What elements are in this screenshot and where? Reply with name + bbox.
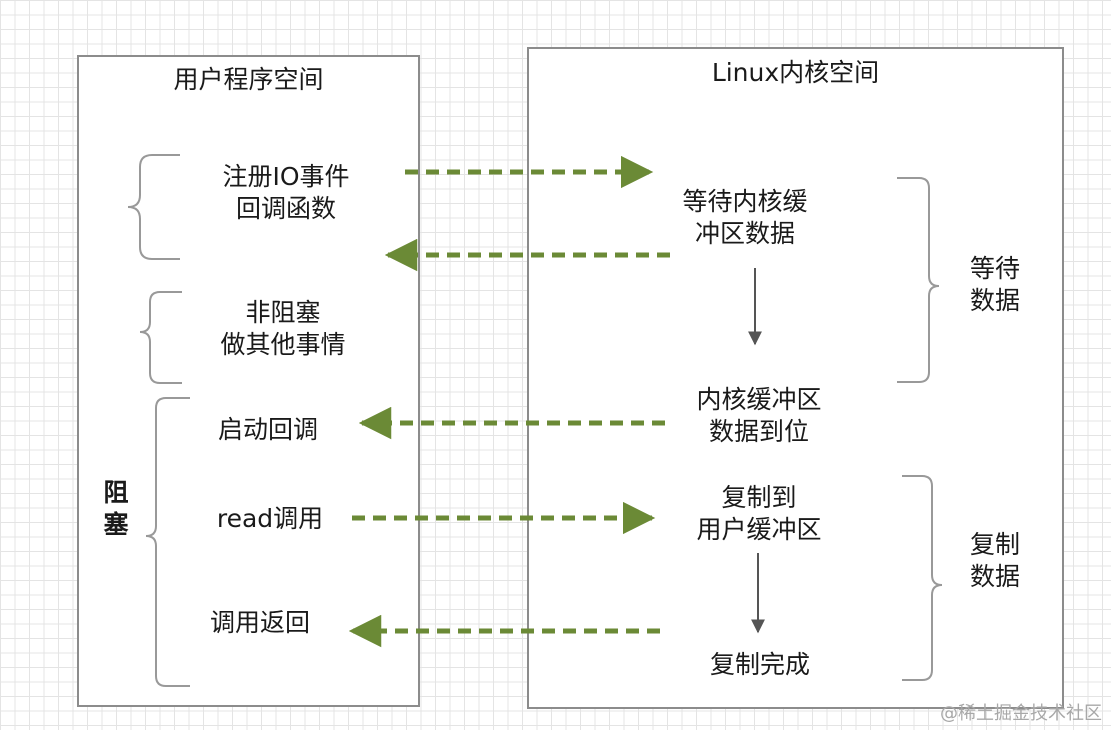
- phase-wait-data-label: 等待 数据: [969, 254, 1020, 315]
- nonblocking-label: 非阻塞 做其他事情: [220, 298, 346, 359]
- phase-copy-data-label: 复制 数据: [969, 530, 1020, 591]
- user-space-title: 用户程序空间: [173, 65, 324, 94]
- copy-done-label: 复制完成: [709, 650, 810, 679]
- blocking-label: 阻 塞: [103, 478, 129, 539]
- kernel-buffer-ready-label: 内核缓冲区 数据到位: [696, 385, 822, 446]
- read-call-label: read调用: [216, 504, 324, 533]
- brace-nonblock: [139, 291, 182, 384]
- watermark: @稀土掘金技术社区: [940, 703, 1102, 724]
- register-io-event-label: 注册IO事件 回调函数: [222, 162, 350, 223]
- brace-wait-data: [897, 177, 940, 383]
- brace-register: [127, 154, 180, 260]
- brace-blocking: [145, 397, 190, 687]
- kernel-space-title: Linux内核空间: [711, 58, 880, 87]
- brace-copy-data: [902, 475, 943, 681]
- wait-kernel-buffer-label: 等待内核缓 冲区数据: [682, 187, 808, 248]
- start-callback-label: 启动回调: [217, 415, 318, 444]
- kernel-space-panel: [527, 47, 1064, 709]
- call-return-label: 调用返回: [209, 608, 310, 637]
- user-space-panel: [77, 55, 420, 707]
- copy-to-user-buffer-label: 复制到 用户缓冲区: [696, 483, 822, 544]
